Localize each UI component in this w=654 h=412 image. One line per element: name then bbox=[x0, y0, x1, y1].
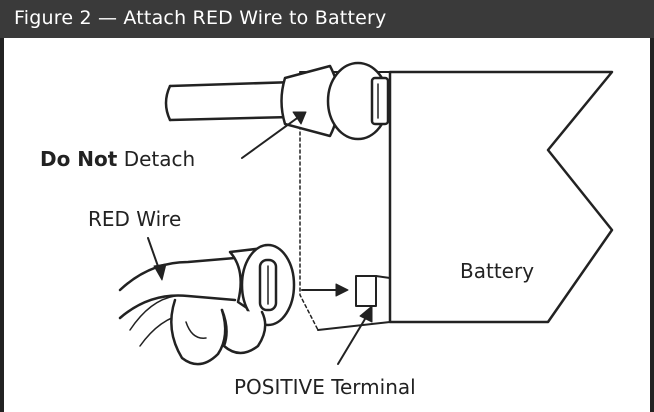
terminal-side-line bbox=[375, 275, 391, 279]
wiring-diagram: Do Not Detach RED Wire Battery POSITIVE … bbox=[0, 38, 654, 412]
arrow-to-terminal-head bbox=[335, 283, 349, 297]
figure-title: Figure 2 — Attach RED Wire to Battery bbox=[14, 7, 387, 29]
upper-cable bbox=[168, 80, 297, 122]
arrow-positive-terminal-head bbox=[359, 305, 373, 323]
arrow-red-wire-head bbox=[153, 263, 167, 281]
battery-body bbox=[388, 70, 614, 324]
arrow-do-not-detach-head bbox=[292, 111, 307, 125]
battery-back-edge bbox=[299, 71, 319, 331]
hand-fingernail bbox=[185, 321, 207, 339]
positive-terminal-post bbox=[355, 275, 377, 307]
figure-header: Figure 2 — Attach RED Wire to Battery bbox=[0, 0, 654, 38]
do-not-detach-label: Do Not Detach bbox=[40, 147, 195, 171]
upper-cable-end bbox=[164, 84, 172, 122]
battery-label: Battery bbox=[460, 259, 534, 283]
arrow-do-not-detach bbox=[241, 115, 301, 159]
hand-finger-1 bbox=[170, 298, 227, 366]
do-not-bold: Do Not bbox=[40, 147, 118, 171]
red-wire-label: RED Wire bbox=[88, 207, 181, 231]
arrow-positive-terminal bbox=[337, 313, 369, 365]
upper-connector-slot bbox=[370, 76, 390, 126]
hand-finger-2 bbox=[220, 308, 267, 355]
detach-text: Detach bbox=[117, 147, 195, 171]
battery-bottom-edge bbox=[317, 321, 391, 331]
positive-terminal-label: POSITIVE Terminal bbox=[234, 375, 416, 399]
